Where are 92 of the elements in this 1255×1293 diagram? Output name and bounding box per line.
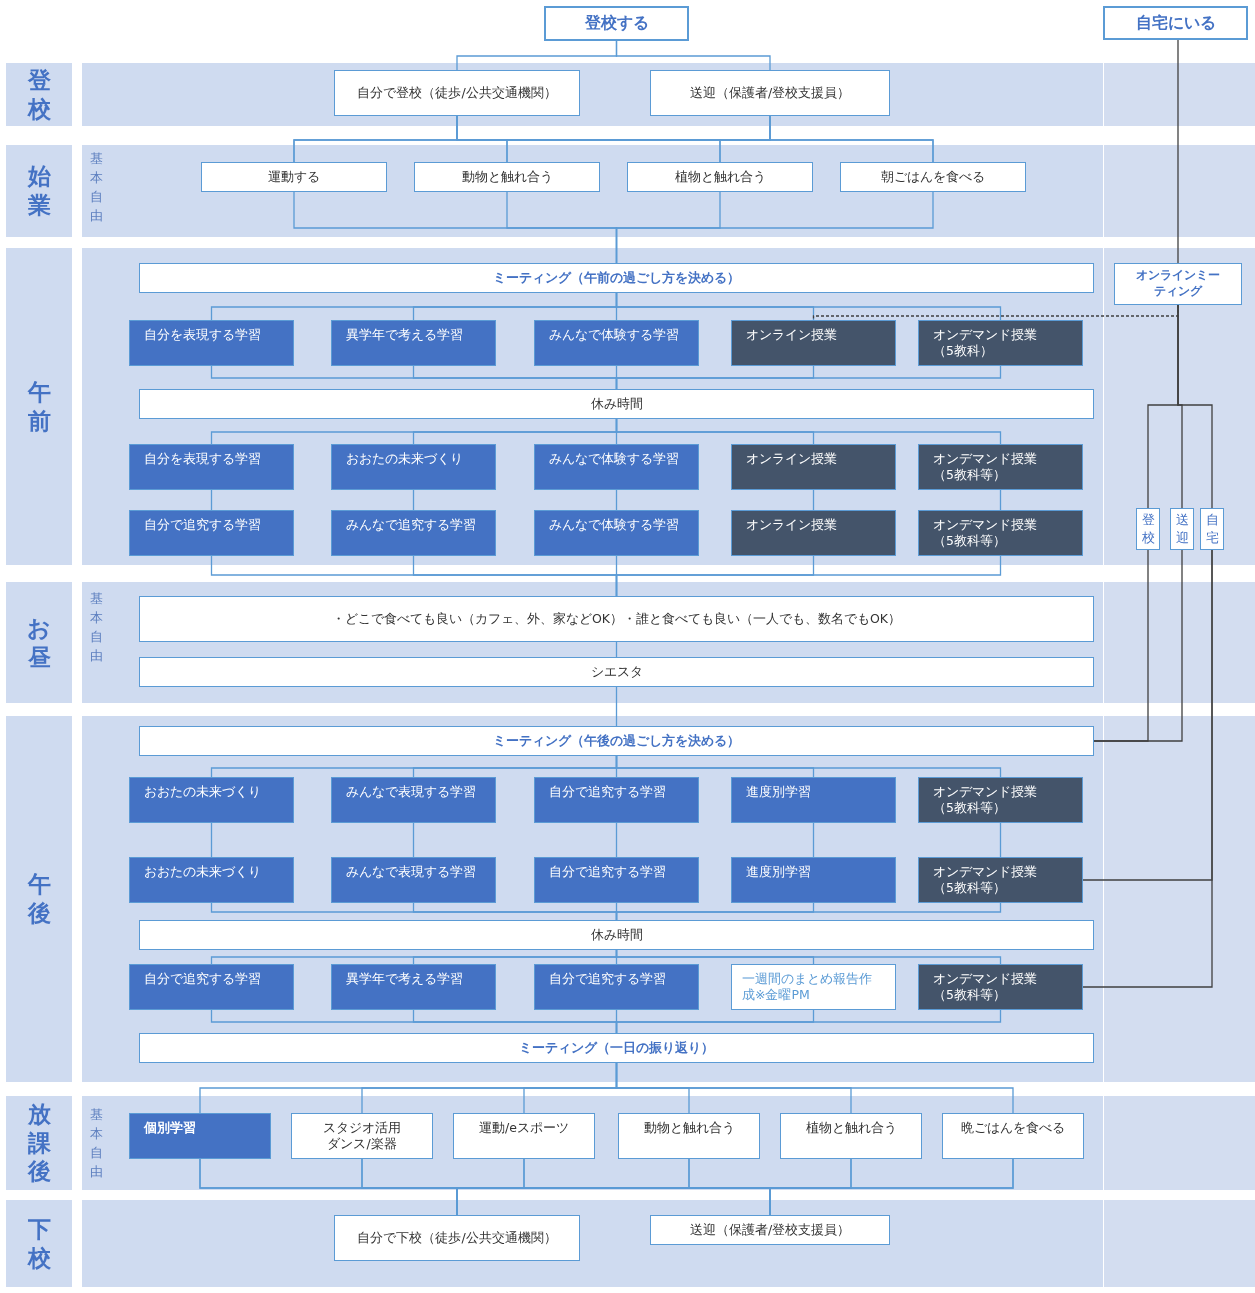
class-box: 個別学習 (129, 1113, 271, 1159)
activity-box: 植物と触れ合う (627, 162, 813, 192)
class-box: 異学年で考える学習 (331, 964, 496, 1010)
connector-line (615, 191, 934, 264)
class-box: 自分で追究する学習 (129, 510, 294, 556)
mode-box: 登校 (1136, 508, 1160, 550)
activity-box: スタジオ活用ダンス/楽器 (291, 1113, 433, 1159)
activity-box: 動物と触れ合う (414, 162, 600, 192)
class-box: おおたの未来づくり (129, 857, 294, 903)
activity-box: 植物と触れ合う (780, 1113, 922, 1159)
connector-line (615, 365, 1002, 390)
class-box: おおたの未来づくり (331, 444, 496, 490)
class-box: 進度別学習 (731, 777, 896, 823)
mode-box: 送迎 (1170, 508, 1194, 550)
connector-line (615, 40, 771, 71)
online-class-box: オンデマンド授業（5教科等） (918, 444, 1083, 490)
connector-line (615, 292, 1002, 321)
connector-line (615, 418, 1002, 445)
side-note: 基本自由 (90, 590, 104, 665)
section-header: 始業 (6, 145, 72, 237)
connector-line (1177, 39, 1179, 264)
online-class-box: オンライン授業 (731, 510, 896, 556)
connector-line (1082, 549, 1213, 988)
class-box: 自分で追究する学習 (534, 777, 699, 823)
activity-box: 休み時間 (139, 920, 1094, 950)
meeting-box: ミーティング（午前の過ごし方を決める） (139, 263, 1094, 293)
section-header: お昼 (6, 582, 72, 703)
class-box: おおたの未来づくり (129, 777, 294, 823)
online-class-box: オンデマンド授業（5教科等） (918, 857, 1083, 903)
connector-line (210, 489, 213, 511)
meeting-box: オンラインミーティング (1114, 263, 1242, 305)
activity-box: シエスタ (139, 657, 1094, 687)
class-box: 自分で追究する学習 (534, 964, 699, 1010)
connector-line (615, 902, 1002, 921)
class-box: 異学年で考える学習 (331, 320, 496, 366)
activity-box: 自分で登校（徒歩/公共交通機関） (334, 70, 580, 116)
class-box: みんなで追究する学習 (331, 510, 496, 556)
activity-box: 運動する (201, 162, 387, 192)
section-header: 午前 (6, 248, 72, 565)
activity-box: 自分で下校（徒歩/公共交通機関） (334, 1215, 580, 1261)
side-note: 基本自由 (90, 150, 104, 225)
online-class-box: オンライン授業 (731, 320, 896, 366)
connector-line (412, 822, 415, 858)
meeting-box: ミーティング（一日の振り返り） (139, 1033, 1094, 1063)
class-box: みんなで体験する学習 (534, 320, 699, 366)
connector-line (615, 1009, 1002, 1034)
start-box: 登校する (544, 6, 689, 41)
section-header: 午後 (6, 716, 72, 1082)
connector-line (615, 686, 618, 727)
connector-line (1093, 549, 1183, 742)
online-class-box: オンライン授業 (731, 444, 896, 490)
online-class-box: オンデマンド授業（5教科） (918, 320, 1083, 366)
activity-box: 送迎（保護者/登校支援員） (650, 70, 890, 116)
connector-line (812, 489, 815, 511)
section-header: 放課後 (6, 1096, 72, 1190)
start-box: 自宅にいる (1103, 6, 1248, 40)
class-box: みんなで表現する学習 (331, 857, 496, 903)
class-box: みんなで体験する学習 (534, 444, 699, 490)
class-box: みんなで体験する学習 (534, 510, 699, 556)
class-box: 進度別学習 (731, 857, 896, 903)
connector-line (615, 1062, 1014, 1114)
online-class-box: オンデマンド授業（5教科等） (918, 964, 1083, 1010)
activity-box: 休み時間 (139, 389, 1094, 419)
connector-line (615, 555, 1002, 597)
class-box: 自分を表現する学習 (129, 444, 294, 490)
connector-line (412, 489, 415, 511)
connector-line (615, 822, 618, 858)
section-header: 登校 (6, 63, 72, 126)
activity-box: 晩ごはんを食べる (942, 1113, 1084, 1159)
connector-line (210, 822, 213, 858)
class-box: みんなで表現する学習 (331, 777, 496, 823)
connector-line (999, 822, 1002, 858)
class-box: 自分を表現する学習 (129, 320, 294, 366)
activity-box: 朝ごはんを食べる (840, 162, 1026, 192)
meeting-box: ミーティング（午後の過ごし方を決める） (139, 726, 1094, 756)
connector-line (615, 489, 618, 511)
section-header: 下校 (6, 1200, 72, 1287)
mode-box: 自宅 (1200, 508, 1224, 550)
connector-line (615, 949, 1002, 965)
class-box: 自分で追究する学習 (129, 964, 294, 1010)
side-note: 基本自由 (90, 1106, 104, 1181)
activity-box: 一週間のまとめ報告作成※金曜PM (731, 964, 896, 1010)
activity-box: ・どこで食べても良い（カフェ、外、家などOK）・誰と食べても良い（一人でも、数名でもOK） (139, 596, 1094, 642)
connector-line (999, 489, 1002, 511)
connector-line (615, 755, 1002, 778)
online-class-box: オンデマンド授業（5教科等） (918, 510, 1083, 556)
activity-box: 運動/eスポーツ (453, 1113, 595, 1159)
activity-box: 送迎（保護者/登校支援員） (650, 1215, 890, 1245)
activity-box: 動物と触れ合う (618, 1113, 760, 1159)
class-box: 自分で追究する学習 (534, 857, 699, 903)
connector-line (812, 822, 815, 858)
online-class-box: オンデマンド授業（5教科等） (918, 777, 1083, 823)
